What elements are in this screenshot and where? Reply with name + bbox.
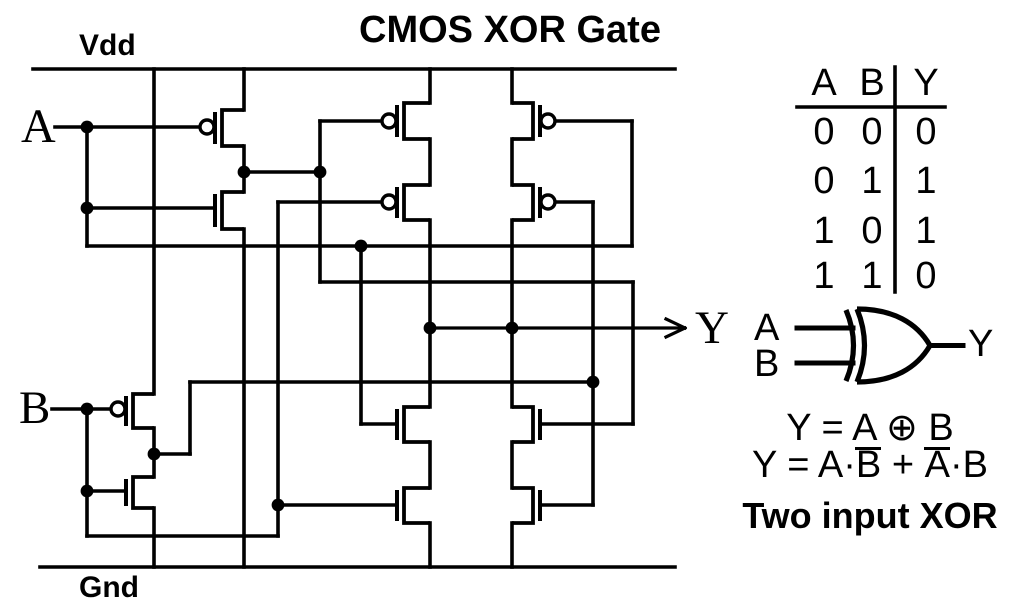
- pullup-right-bottom-pmos-channel: [512, 183, 535, 222]
- gate-output-y-label: Y: [968, 323, 994, 365]
- truth-table-cell: 0: [813, 111, 835, 153]
- equation-text: +: [881, 444, 925, 486]
- gate-input-b-label: B: [754, 343, 780, 385]
- junction-dot: [237, 165, 251, 179]
- output-arrowhead: [663, 325, 688, 340]
- a-inverter-pmos-bubble: [198, 118, 216, 136]
- junction-dot: [271, 498, 285, 512]
- junction-dot: [80, 484, 94, 498]
- truth-table-cell: 0: [861, 210, 883, 252]
- overbar-term: B: [854, 444, 882, 486]
- b-inverter-pmos-bubble: [109, 400, 127, 418]
- pullup-right-top-pmos-bubble: [539, 112, 557, 130]
- pullup-right-top-pmos-channel: [512, 101, 535, 141]
- output-y-label: Y: [695, 302, 729, 354]
- truth-table-header-y: Y: [913, 62, 939, 104]
- xor-equation: Y = A ⊕ B: [786, 407, 954, 449]
- pullup-left-top-pmos-bubble: [380, 112, 398, 130]
- junction-dot: [80, 120, 94, 134]
- pulldown-left-bottom-nmos-channel: [402, 486, 430, 525]
- junction-dot: [354, 239, 368, 253]
- b-inverter-nmos-channel: [131, 475, 154, 510]
- pullup-right-bottom-pmos-bubble: [539, 193, 557, 211]
- truth-table-cell: 0: [915, 255, 937, 297]
- gate-input-a-label: A: [754, 307, 780, 349]
- pullup-left-bottom-pmos-channel: [402, 183, 430, 222]
- xor-bottom-curve: [856, 344, 933, 385]
- two-input-xor-caption: Two input XOR: [742, 495, 998, 536]
- equation-text: ·B: [949, 444, 988, 486]
- input-a-label: A: [21, 100, 56, 153]
- b-inverter-pmos-channel: [131, 392, 154, 430]
- truth-table-cell: 0: [813, 160, 835, 202]
- sop-equation: Y = A·B + A·B: [705, 444, 1024, 487]
- output-arrowhead: [663, 316, 688, 331]
- truth-table-cell: 1: [813, 210, 835, 252]
- pullup-left-top-pmos-channel: [402, 101, 430, 141]
- page-title: CMOS XOR Gate: [359, 9, 661, 51]
- junction-dot: [147, 447, 161, 461]
- gnd-rail-label: Gnd: [79, 571, 139, 604]
- truth-table-header-b: B: [859, 62, 885, 104]
- overbar-term: A: [923, 444, 951, 486]
- input-b-label: B: [19, 382, 51, 434]
- truth-table-cell: 1: [915, 160, 937, 202]
- a-inverter-nmos-channel: [220, 190, 244, 231]
- vdd-rail-label: Vdd: [79, 29, 136, 62]
- truth-table-header-a: A: [811, 62, 837, 104]
- junction-dot: [313, 165, 327, 179]
- truth-table-cell: 0: [861, 111, 883, 153]
- xor-input-arc: [843, 308, 857, 383]
- pulldown-right-bottom-nmos-channel: [512, 486, 535, 525]
- junction-dot: [586, 375, 600, 389]
- truth-table-cell: 1: [915, 210, 937, 252]
- junction-dot: [80, 402, 94, 416]
- truth-table-cell: 1: [813, 255, 835, 297]
- pulldown-right-top-nmos-channel: [512, 405, 535, 444]
- pullup-left-bottom-pmos-bubble: [380, 193, 398, 211]
- truth-table-cell: 0: [915, 111, 937, 153]
- truth-table-cell: 1: [861, 160, 883, 202]
- pulldown-left-top-nmos-channel: [402, 405, 430, 444]
- a-inverter-pmos-channel: [220, 108, 244, 148]
- junction-dot: [80, 201, 94, 215]
- equation-text: Y = A·: [752, 444, 856, 486]
- truth-table-cell: 1: [861, 255, 883, 297]
- xor-top-curve: [856, 306, 933, 347]
- xor-back-arc: [854, 308, 868, 383]
